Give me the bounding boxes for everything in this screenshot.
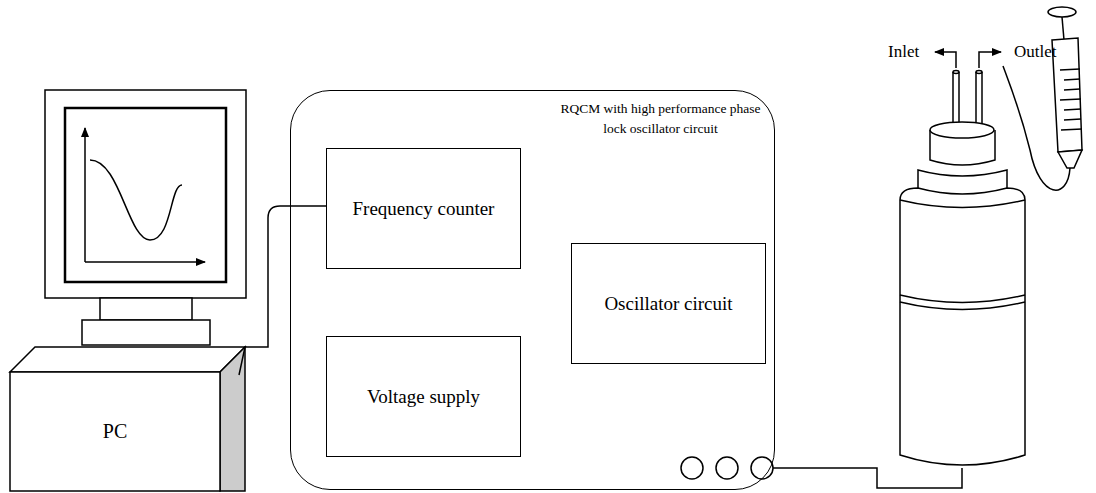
instrument-heading: RQCM with high performance phase lock os… <box>553 99 768 138</box>
qcm-cell <box>900 71 1025 466</box>
screen <box>65 108 226 282</box>
box-label: Voltage supply <box>359 384 488 410</box>
instrument-housing: RQCM with high performance phase lock os… <box>290 90 775 490</box>
port-label: Outlet <box>1014 42 1057 62</box>
box-label: Oscillator circuit <box>596 291 740 317</box>
box-label: Frequency counter <box>345 196 503 222</box>
port-label: Inlet <box>888 42 919 62</box>
module-box: Frequency counter <box>326 148 521 269</box>
monitor <box>45 90 246 298</box>
box-label: PC <box>95 418 135 445</box>
data-cable <box>239 206 326 375</box>
module-box: Voltage supply <box>326 336 521 457</box>
pc-box: PC <box>10 372 220 491</box>
syringe <box>1003 7 1082 190</box>
module-box: Oscillator circuit <box>571 243 766 364</box>
